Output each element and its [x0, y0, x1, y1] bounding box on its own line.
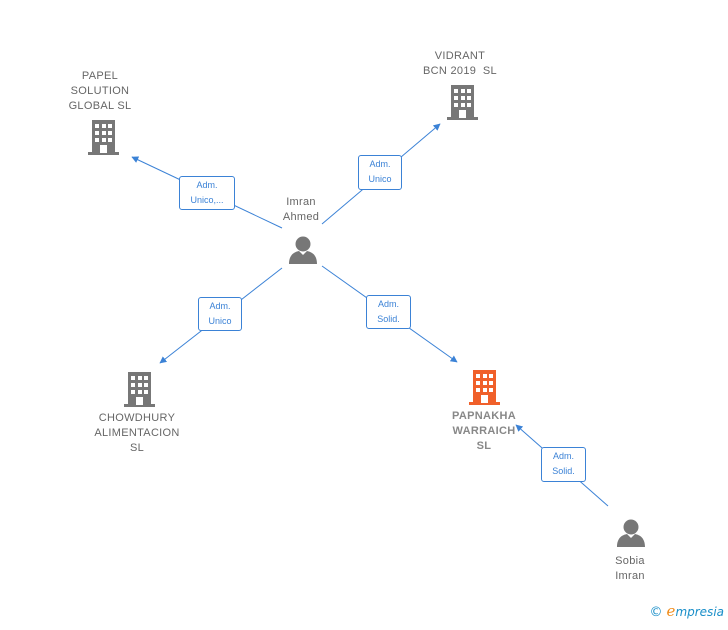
- node-label-line: CHOWDHURY: [98, 412, 176, 424]
- node-label-line: GLOBAL SL: [68, 100, 132, 112]
- copyright-symbol: ©: [649, 605, 663, 620]
- edge-label-line: Unico,...: [190, 195, 224, 205]
- node-label-line: WARRAICH: [452, 425, 516, 437]
- node-label-line: ALIMENTACION: [94, 427, 180, 439]
- node-label-vidrant[interactable]: VIDRANT BCN 2019 SL: [400, 49, 520, 79]
- node-label-line: SL: [129, 442, 145, 454]
- person-icon-imran-ahmed[interactable]: [289, 236, 317, 265]
- node-label-line: BCN 2019 SL: [423, 65, 497, 77]
- node-label-line: VIDRANT: [434, 50, 486, 62]
- node-label-line: Imran: [615, 570, 645, 582]
- node-label-chowdhury[interactable]: CHOWDHURY ALIMENTACION SL: [82, 411, 192, 456]
- edge-label-to-papel[interactable]: Adm. Unico,...: [179, 176, 235, 210]
- node-label-line: PAPEL: [81, 70, 119, 82]
- edge-label-line: Adm.: [369, 159, 391, 169]
- building-icon-vidrant[interactable]: [447, 85, 478, 120]
- edge-label-line: Adm.: [196, 180, 218, 190]
- edge-label-line: Solid.: [377, 314, 400, 324]
- node-label-line: Sobia: [615, 555, 645, 567]
- node-label-line: PAPNAKHA: [452, 410, 516, 422]
- node-label-sobia-imran[interactable]: Sobia Imran: [600, 554, 660, 584]
- edge-label-line: Solid.: [552, 466, 575, 476]
- node-label-line: Ahmed: [282, 211, 320, 223]
- node-label-line: SL: [476, 440, 492, 452]
- building-icon-papnakha[interactable]: [469, 370, 500, 405]
- edge-label-to-chowdhury[interactable]: Adm. Unico: [198, 297, 242, 331]
- empresia-watermark: ©empresia: [650, 602, 724, 620]
- edge-label-to-vidrant[interactable]: Adm. Unico: [358, 155, 402, 190]
- person-icon-sobia-imran[interactable]: [617, 519, 645, 548]
- brand-logo-initial: e: [666, 602, 676, 620]
- node-label-line: SOLUTION: [70, 85, 130, 97]
- edge-label-line: Adm.: [377, 299, 399, 309]
- edge-label-line: Adm.: [552, 451, 574, 461]
- node-label-imran-ahmed[interactable]: Imran Ahmed: [266, 195, 336, 225]
- node-label-papel[interactable]: PAPEL SOLUTION GLOBAL SL: [50, 69, 150, 114]
- edge-label-line: Unico: [208, 316, 232, 326]
- building-icon-papel[interactable]: [88, 120, 119, 155]
- edge-label-sobia-to-papnakha[interactable]: Adm. Solid.: [541, 447, 586, 482]
- node-label-line: Imran: [286, 196, 316, 208]
- edge-label-to-papnakha[interactable]: Adm. Solid.: [366, 295, 411, 329]
- edge-label-line: Adm.: [209, 301, 231, 311]
- node-label-papnakha[interactable]: PAPNAKHA WARRAICH SL: [434, 409, 534, 454]
- brand-logo-text: mpresia: [675, 605, 724, 619]
- building-icon-chowdhury[interactable]: [124, 372, 155, 407]
- edge-label-line: Unico: [368, 174, 392, 184]
